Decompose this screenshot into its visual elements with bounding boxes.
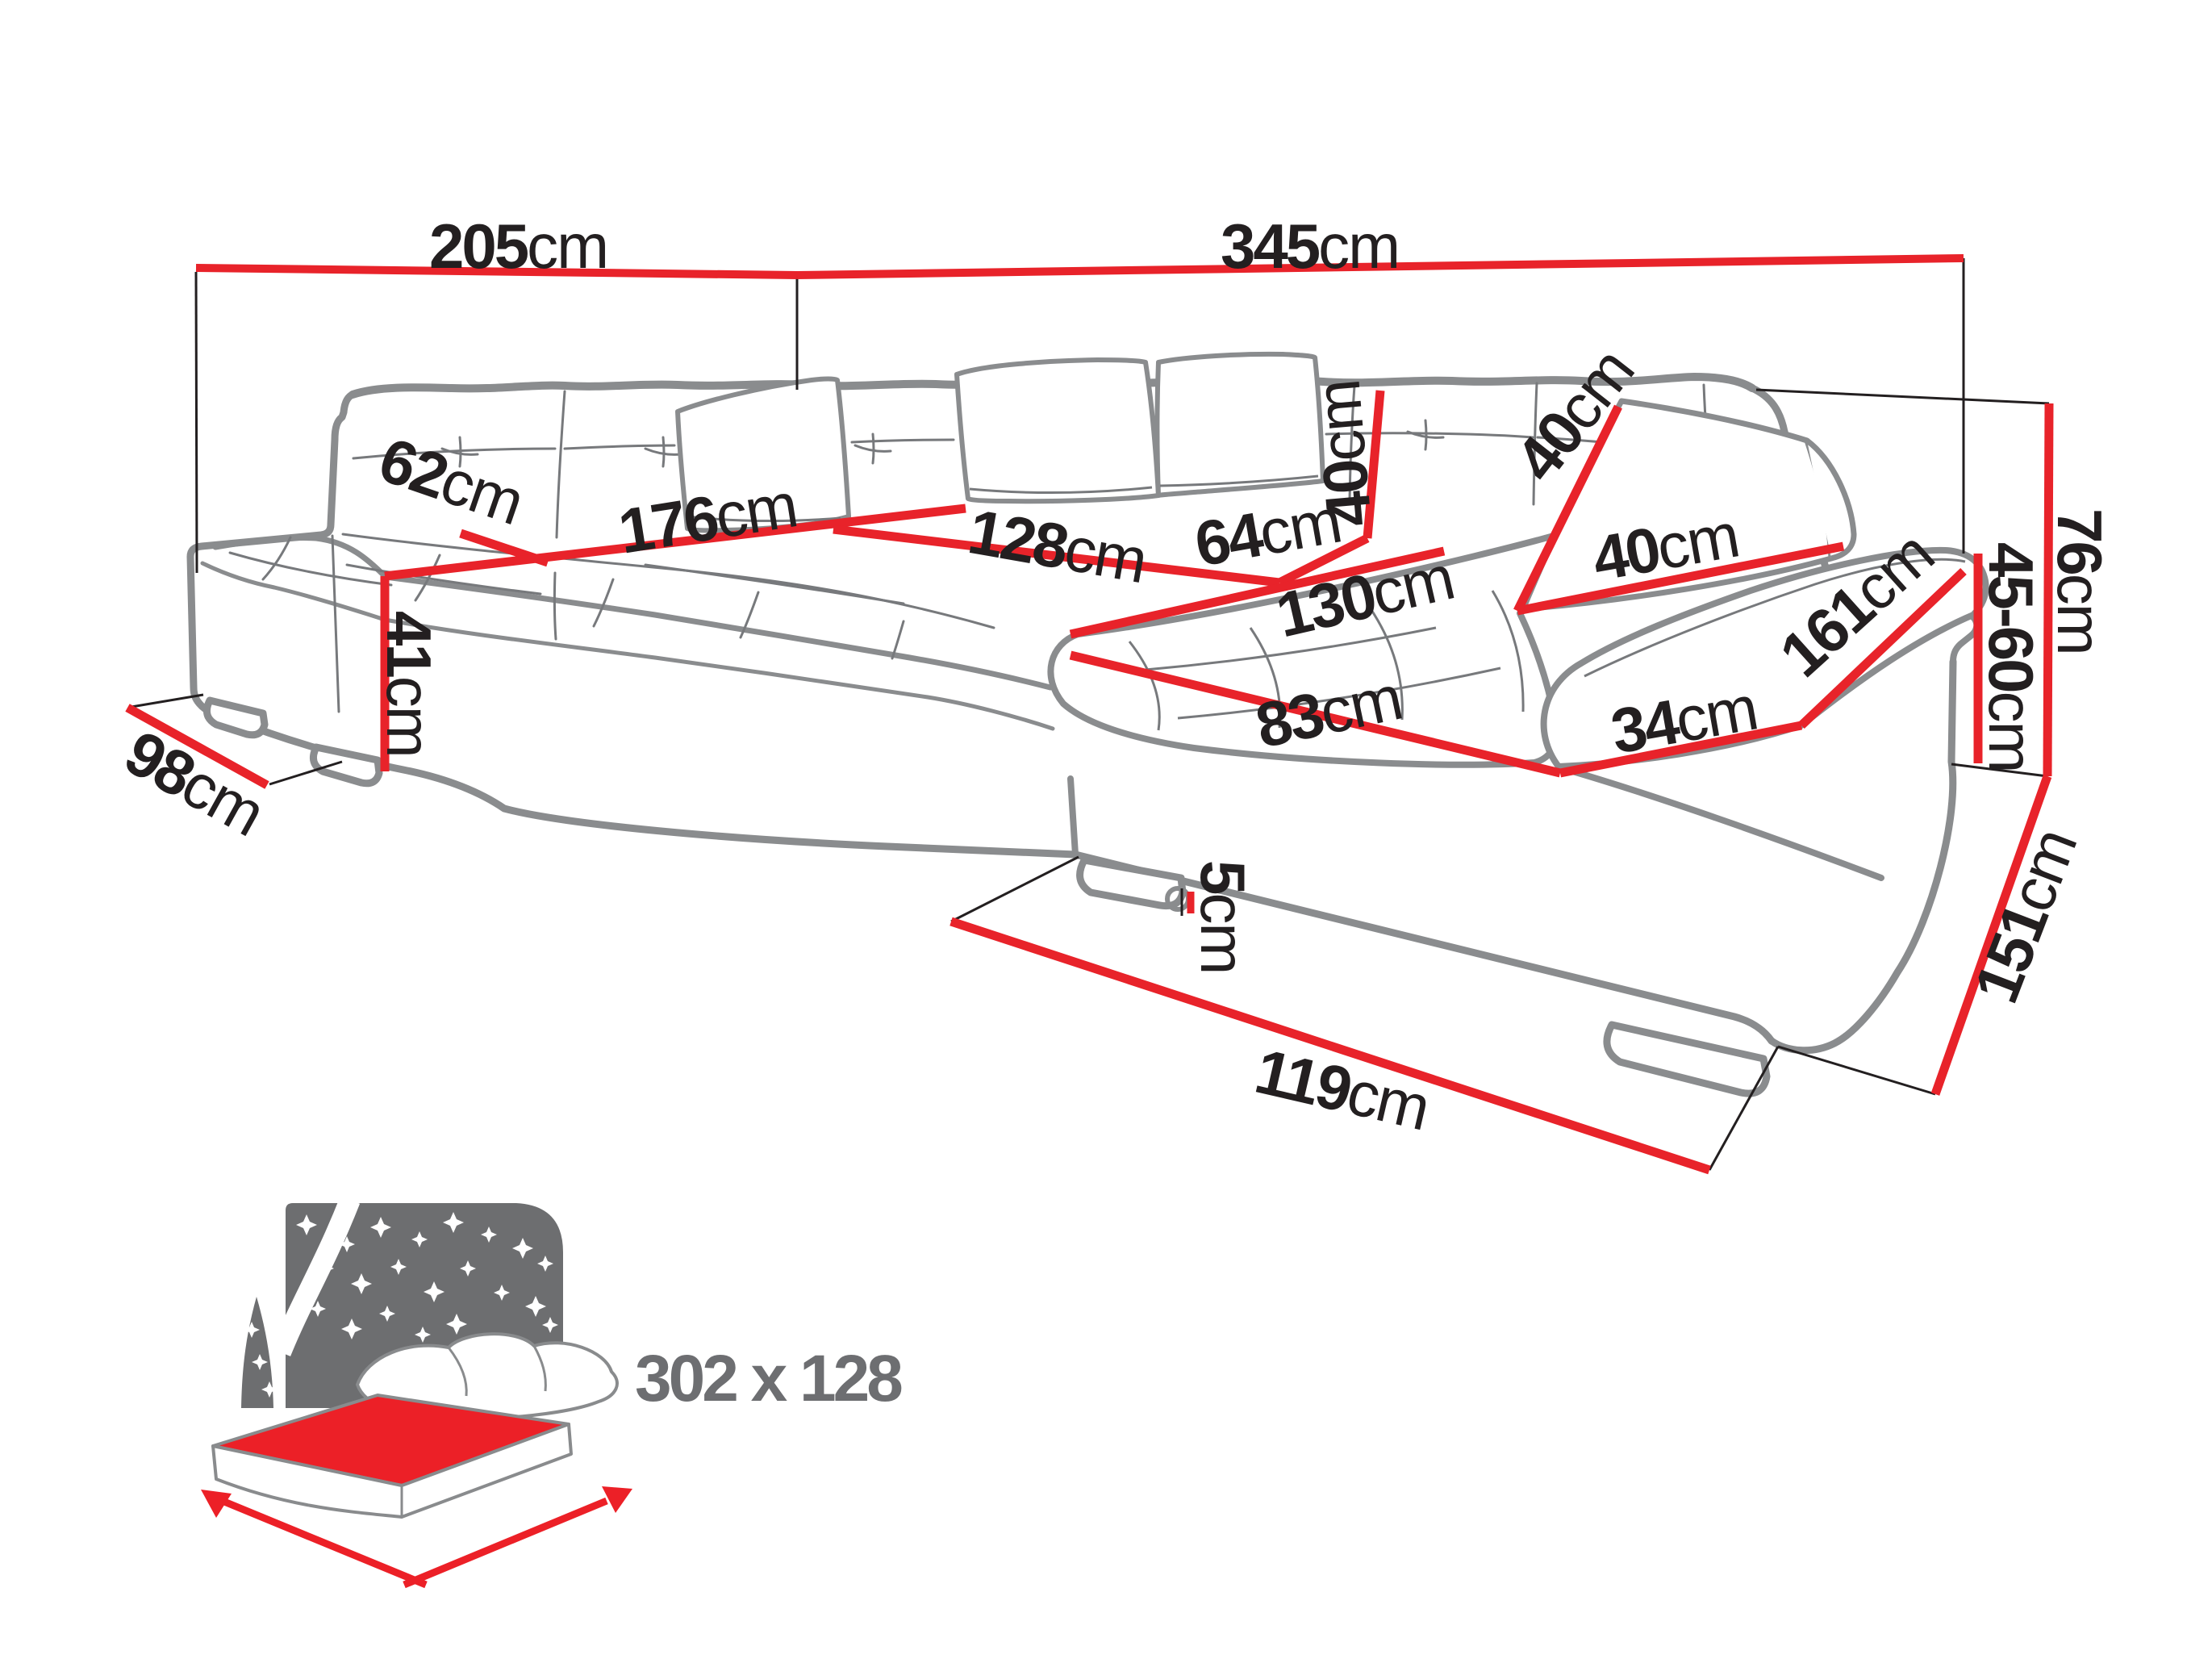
svg-text:345cm: 345cm xyxy=(1221,211,1399,282)
svg-text:41cm: 41cm xyxy=(374,611,444,757)
svg-text:302 x 128: 302 x 128 xyxy=(635,1342,902,1415)
svg-text:128cm: 128cm xyxy=(963,495,1151,596)
svg-text:205cm: 205cm xyxy=(429,211,607,282)
svg-text:76cm: 76cm xyxy=(2044,508,2115,654)
svg-text:45-60cm: 45-60cm xyxy=(1976,542,2047,771)
svg-text:5cm: 5cm xyxy=(1187,860,1258,973)
svg-text:40cm: 40cm xyxy=(1302,378,1385,529)
